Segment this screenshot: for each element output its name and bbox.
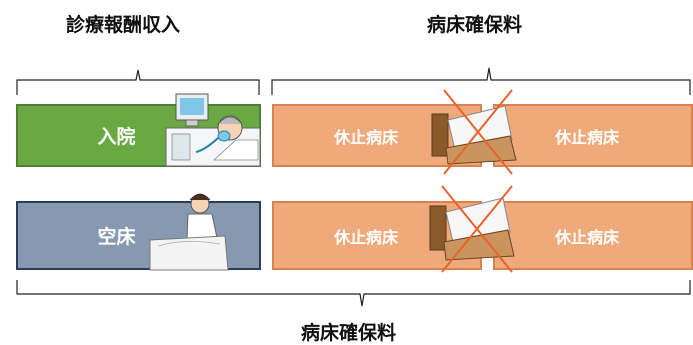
reserve-brace-top <box>271 67 691 95</box>
suspended-bed-box-4: 休止病床 <box>493 201 693 270</box>
vacant-bed-label: 空床 <box>97 226 136 248</box>
suspended-bed-label: 休止病床 <box>334 227 399 247</box>
suspended-bed-label: 休止病床 <box>555 227 620 247</box>
inpatient-label: 入院 <box>97 126 136 148</box>
nurse-making-bed-icon <box>149 193 229 271</box>
crossed-out-bed-icon <box>429 185 515 273</box>
suspended-bed-label: 休止病床 <box>334 127 399 147</box>
crossed-out-bed-icon <box>431 89 517 175</box>
revenue-brace <box>16 69 260 95</box>
revenue-heading: 診療報酬収入 <box>66 14 181 36</box>
reserve-brace-bottom <box>16 280 691 307</box>
bed-reserve-heading-bottom: 病床確保料 <box>301 322 397 344</box>
bed-reserve-heading-top: 病床確保料 <box>427 14 523 36</box>
suspended-bed-box-2: 休止病床 <box>493 104 693 167</box>
inpatient-box: 入院 <box>16 104 261 167</box>
patient-ventilator-icon <box>165 93 261 167</box>
suspended-bed-label: 休止病床 <box>555 127 620 147</box>
